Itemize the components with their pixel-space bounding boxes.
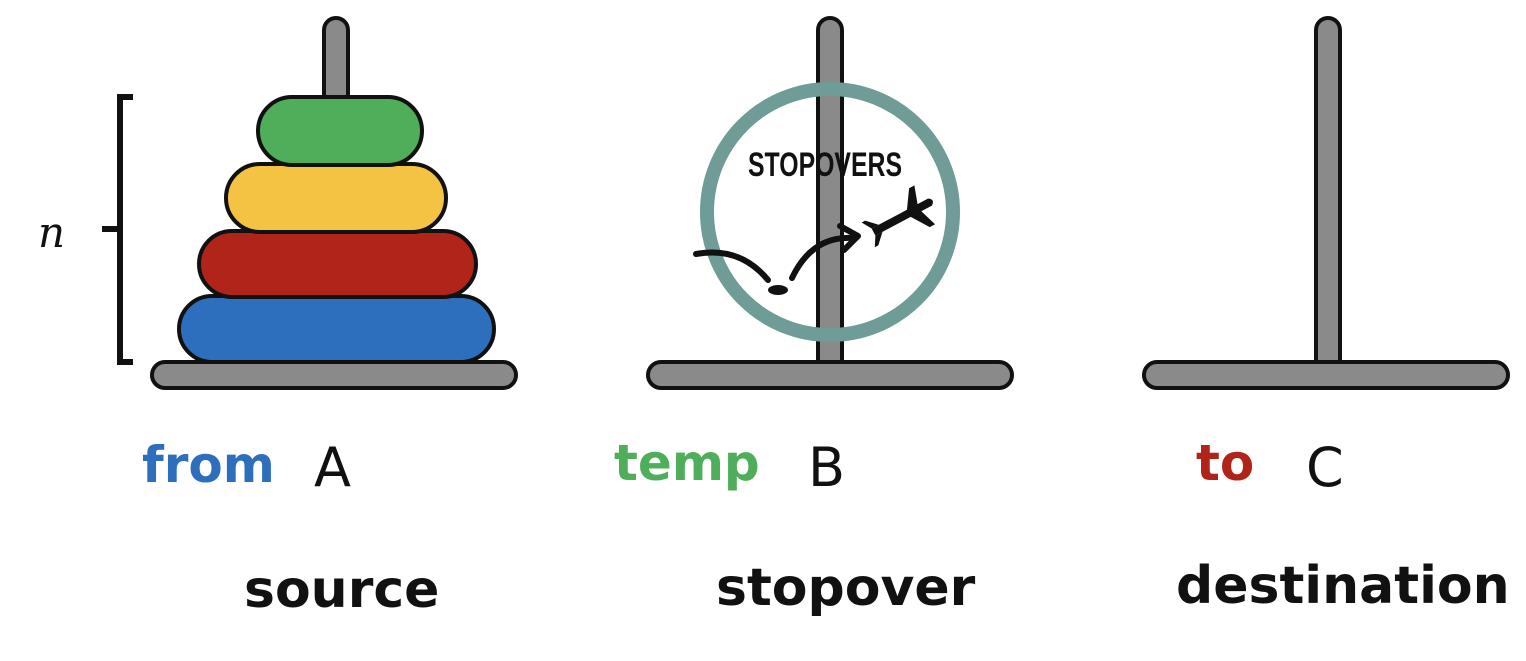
peg-a-var-label: from [142,436,275,494]
disk-1 [256,95,424,167]
badge-text: STOPOVERS [748,146,902,184]
peg-a-base [150,360,518,390]
stack-bracket [102,94,133,365]
peg-c-letter: C [1306,436,1344,499]
stopovers-badge: STOPOVERS [693,82,960,342]
disk-2 [224,162,448,234]
peg-b-base [646,360,1014,390]
peg-a-role: source [244,560,440,620]
stack-size-label: n [38,208,66,257]
peg-c [1142,16,1510,390]
peg-c-base [1142,360,1510,390]
peg-b-pole [816,16,844,382]
disk-3 [197,229,478,299]
peg-b-var-label: temp [614,434,760,492]
peg-c-var-label: to [1196,434,1255,492]
hop-path [693,234,855,283]
airplane-icon [861,185,936,248]
peg-c-pole [1314,16,1342,382]
peg-b [646,16,1014,390]
hop-dot [768,285,788,295]
disk-4 [177,294,496,364]
peg-a [150,16,518,390]
peg-b-letter: B [808,436,846,499]
peg-a-letter: A [314,436,351,499]
peg-c-role: destination [1176,556,1510,616]
peg-b-role: stopover [716,558,976,618]
arrow-head [837,223,861,253]
